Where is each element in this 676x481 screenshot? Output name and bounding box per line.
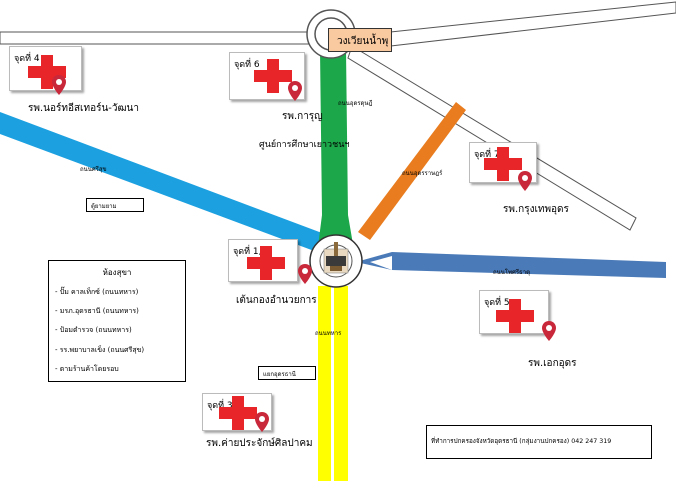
yellow-road-name: ถนนทหาร	[315, 330, 342, 337]
small-sign-bottom: แยกอุดรธานี	[258, 366, 316, 380]
blue-road-name: ถนนศรีสุข	[80, 166, 107, 173]
point-6-label: จุดที่ 6	[234, 60, 260, 70]
point-5-card: จุดที่ 5	[479, 290, 556, 341]
first-aid-cross-icon	[219, 396, 257, 430]
green-road	[316, 50, 356, 262]
restroom-item: - ตามร้านค้าโดยรอบ	[55, 365, 119, 373]
first-aid-cross-icon	[496, 299, 534, 333]
small-sign-bottom-text: แยกอุดรธานี	[263, 371, 296, 378]
hospital-karunya-label: รพ.การุญ	[282, 111, 323, 122]
steel-road-name: ถนนโพศรีธาตุ	[493, 269, 530, 276]
point-7-label: จุดที่ 7	[474, 150, 500, 160]
restroom-item: - รร.พยาบาลเข็ง (ถนนศรีสุข)	[55, 346, 145, 354]
point-1-2-card: จุดที่ 1,2	[228, 239, 312, 284]
restroom-item: - ปั๊ม คาลเท็กซ์ (ถนนทหาร)	[55, 288, 139, 296]
green-road-name: ถนนอุดรดุษฎี	[338, 100, 373, 107]
orange-road-name: ถนนอุดรราษฎร์	[402, 170, 443, 177]
road-island	[370, 256, 392, 270]
yellow-road-median	[331, 286, 334, 481]
point-3-card: จุดที่ 3	[202, 393, 272, 432]
point-4-card: จุดที่ 4	[9, 46, 82, 95]
steel-road-right	[356, 252, 666, 278]
map-pin-icon	[298, 264, 312, 284]
youth-center-label: ศูนย์การศึกษาเยาวชนฯ	[259, 140, 350, 150]
restroom-legend: ห้องสุขา - ปั๊ม คาลเท็กซ์ (ถนนทหาร) - มร…	[48, 260, 186, 382]
contact-box: ที่ทำการปกครองจังหวัดอุดรธานี (กลุ่มงานป…	[426, 425, 652, 459]
point-6-card: จุดที่ 6	[229, 52, 305, 101]
hospital-ek-udon-label: รพ.เอกอุดร	[528, 358, 577, 369]
map-pin-icon	[518, 171, 532, 191]
command-tent-label: เต้นกองอำนวยการ	[236, 295, 317, 306]
first-aid-cross-icon	[247, 246, 285, 280]
point-1-2-label: จุดที่ 1,2	[233, 247, 268, 257]
restroom-legend-title: ห้องสุขา	[102, 268, 132, 277]
first-aid-cross-icon	[28, 55, 66, 89]
restroom-item: - มรภ.อุดรธานี (ถนนทหาร)	[55, 307, 139, 315]
map-pin-icon	[542, 321, 556, 341]
small-sign-left: ตู้ยามยาม	[86, 198, 144, 212]
hospital-bangkok-udon-label: รพ.กรุงเทพอุดร	[503, 204, 569, 215]
contact-text: ที่ทำการปกครองจังหวัดอุดรธานี (กลุ่มงานป…	[431, 438, 612, 445]
map-pin-icon	[52, 75, 66, 95]
top-left-road	[0, 31, 311, 45]
roundabout-label: วงเวียนน้ำพุ	[328, 28, 392, 52]
orange-road	[358, 102, 466, 240]
map-pin-icon	[288, 81, 302, 101]
first-aid-cross-icon	[254, 59, 292, 93]
roundabout-label-text: วงเวียนน้ำพุ	[337, 36, 389, 47]
diagonal-right-road	[347, 45, 637, 231]
first-aid-cross-icon	[484, 147, 522, 181]
point-4-label: จุดที่ 4	[14, 54, 40, 64]
monument-icon	[323, 242, 349, 274]
blue-road-left	[0, 112, 330, 255]
small-sign-left-text: ตู้ยามยาม	[91, 203, 117, 210]
point-7-card: จุดที่ 7	[469, 142, 537, 191]
point-3-label: จุดที่ 3	[207, 401, 233, 411]
top-right-road	[351, 1, 676, 51]
map-pin-icon	[255, 412, 269, 432]
point-5-label: จุดที่ 5	[484, 298, 510, 308]
hospital-army-camp-label: รพ.ค่ายประจักษ์ศิลปาคม	[206, 438, 313, 449]
hospital-north-eastern-label: รพ.นอร์ทอีสเทอร์น-วัฒนา	[28, 103, 139, 114]
restroom-item: - ป้อมตำรวจ (ถนนทหาร)	[55, 326, 132, 334]
